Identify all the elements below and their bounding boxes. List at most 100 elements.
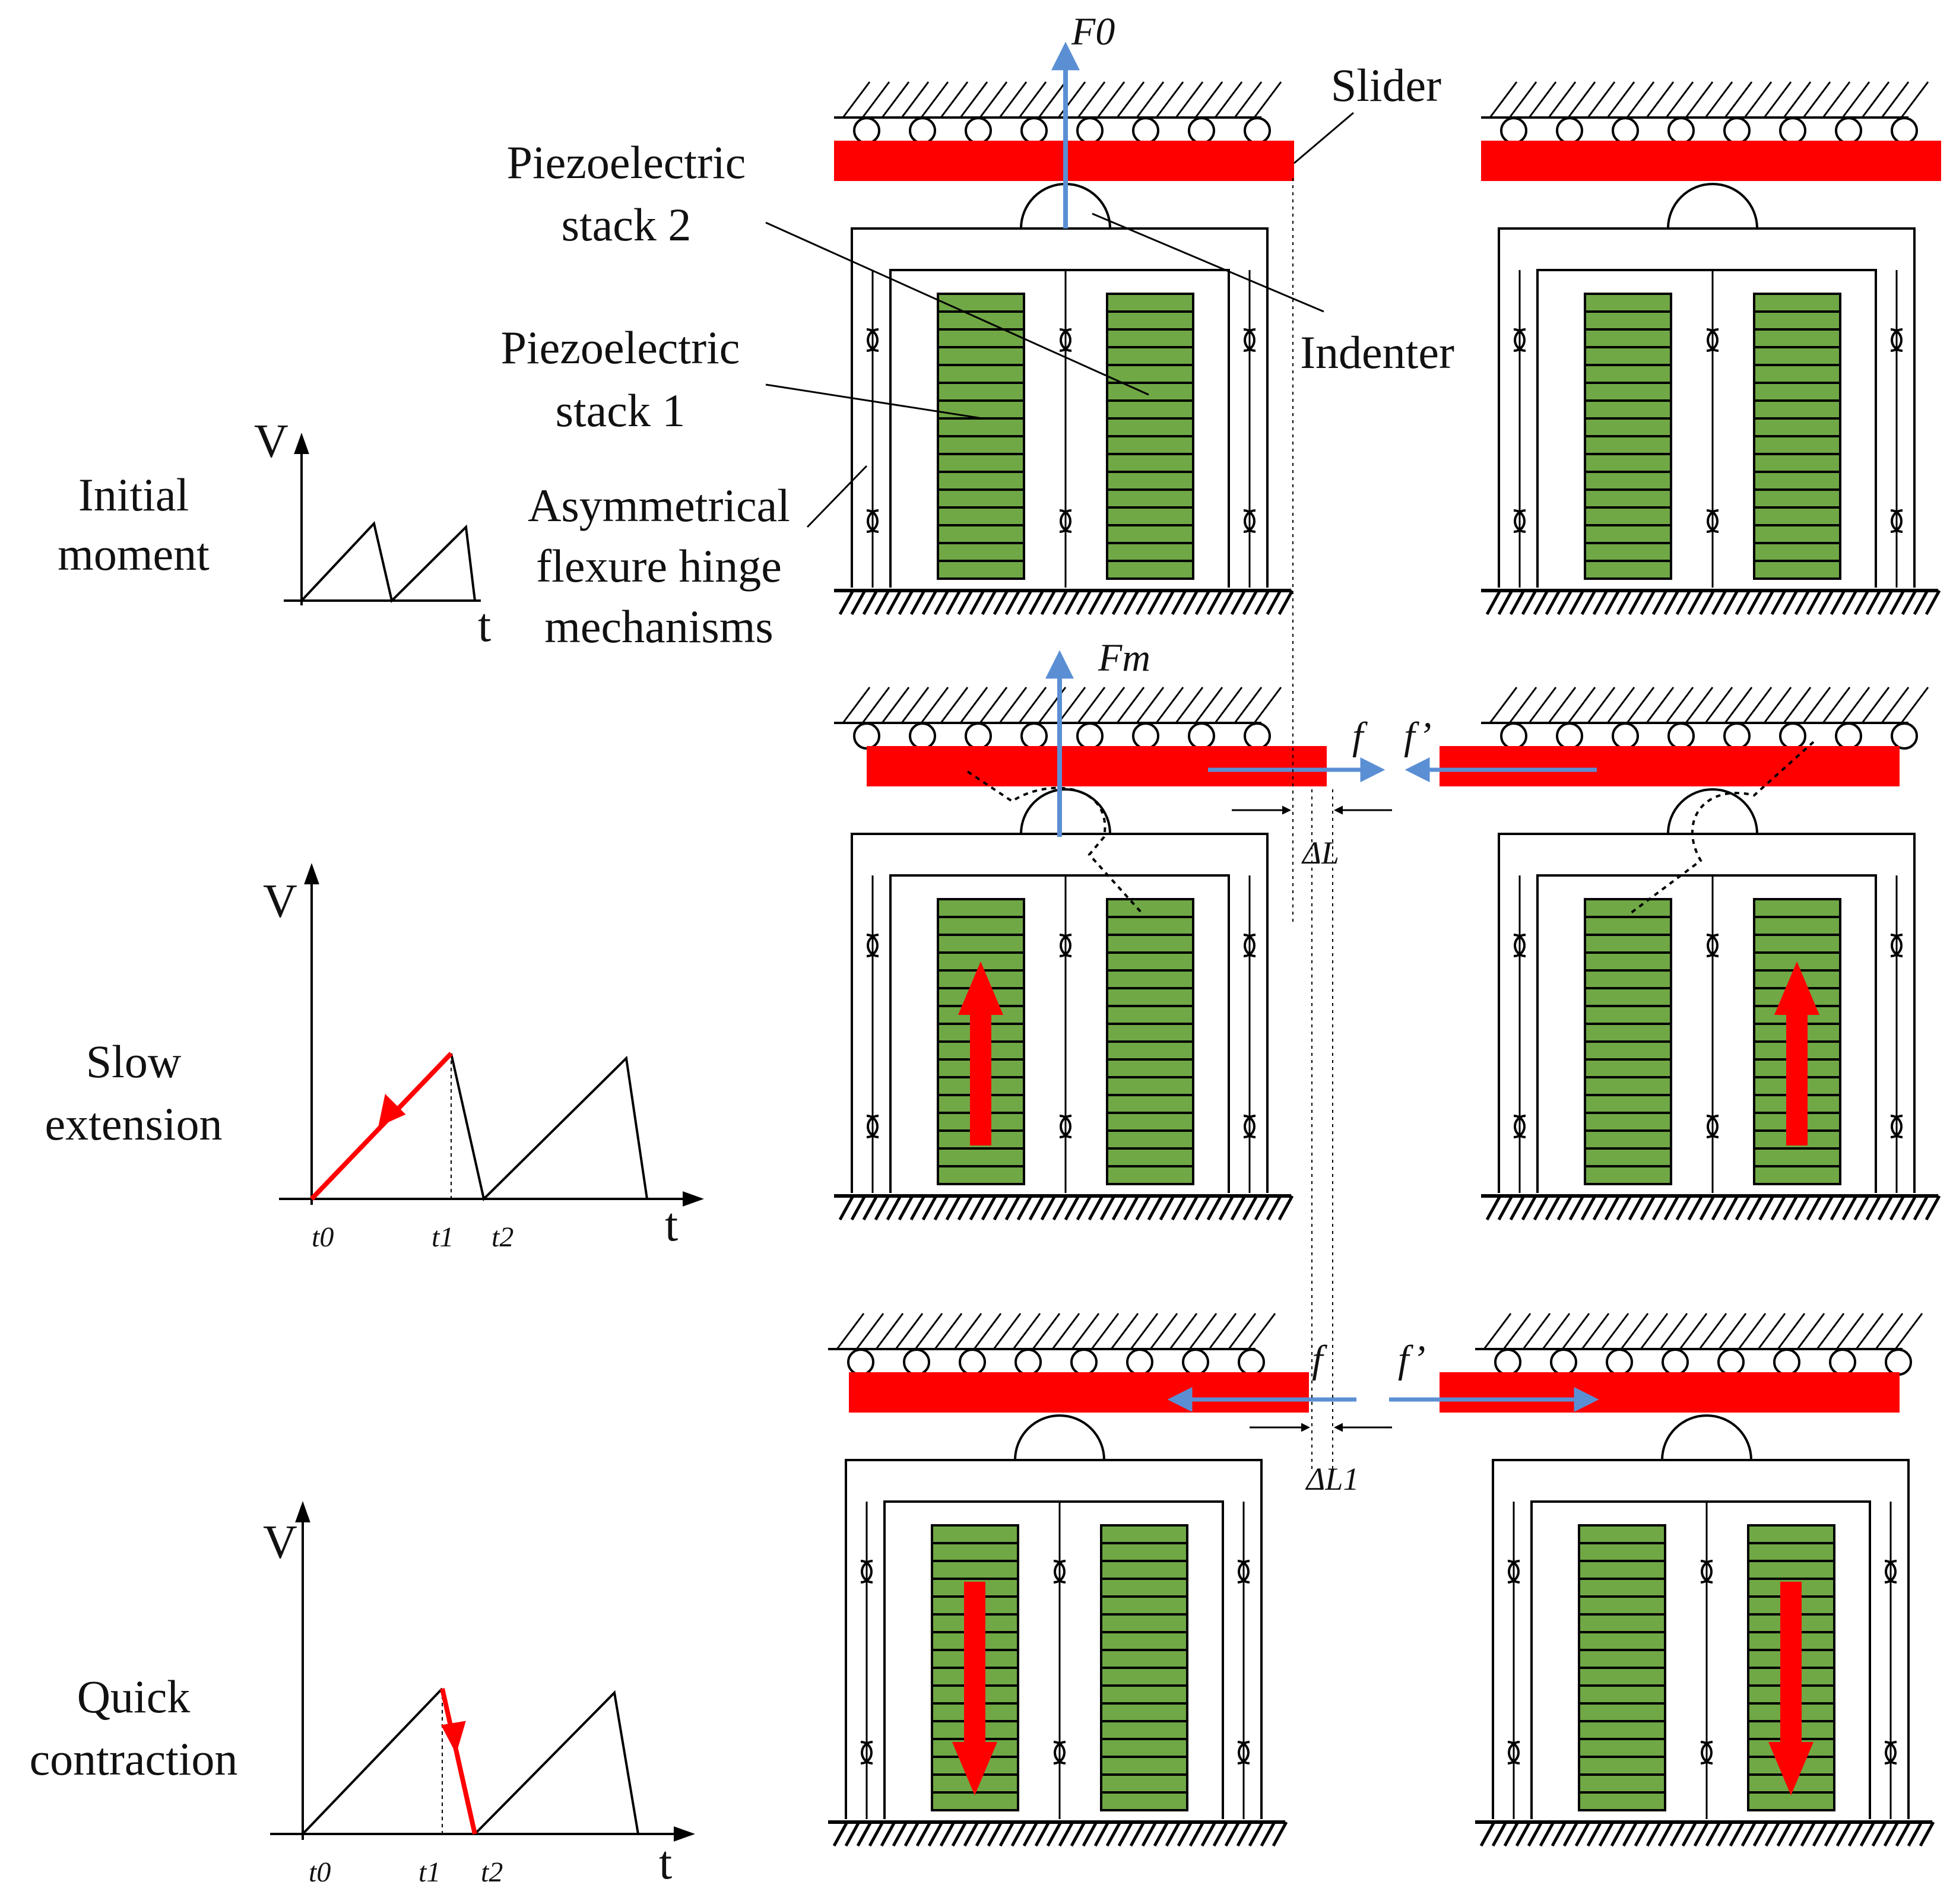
ground-hatch: [934, 1313, 963, 1350]
ground-hatch: [1489, 687, 1518, 723]
slider-bar: [867, 746, 1327, 786]
base-hatch: [1046, 1821, 1063, 1847]
flexure-notch: [866, 934, 879, 957]
ground-hatch: [1247, 1313, 1276, 1350]
ground-hatch: [1620, 1313, 1649, 1350]
base-hatch: [1010, 1821, 1027, 1847]
v-axis-arrowhead: [295, 1501, 310, 1522]
ground-hatch: [1875, 1313, 1904, 1350]
stage-label-slow: Slow extension: [45, 1036, 223, 1150]
ground-hatch: [895, 1313, 924, 1350]
ground-hatch: [1077, 687, 1106, 723]
indenter-leader: [1092, 212, 1324, 313]
base-hatch: [933, 589, 950, 615]
base-hatch: [856, 1821, 873, 1847]
base-hatch: [1254, 589, 1270, 615]
base-hatch: [1171, 1195, 1187, 1221]
ground-hatch: [1528, 687, 1557, 723]
roller-ball: [1612, 117, 1639, 144]
ground-hatch: [920, 81, 949, 118]
ground-hatch: [1522, 1313, 1551, 1350]
roller-ball: [903, 1348, 930, 1376]
base-hatch: [1746, 1195, 1763, 1221]
housing-frame: [845, 1459, 1263, 1819]
ground-hatch: [1175, 81, 1204, 118]
ground-hatch: [1777, 1313, 1806, 1350]
delta-l-label: ΔL: [1301, 835, 1339, 871]
stage-label-initial: Initial moment: [58, 469, 210, 580]
base-hatch: [1064, 1195, 1080, 1221]
t-axis-arrowhead: [683, 1191, 704, 1207]
base-hatch: [1616, 589, 1632, 615]
base-hatch: [1925, 589, 1941, 615]
base-hatch: [1853, 589, 1870, 615]
base-hatch: [963, 1821, 979, 1847]
base-hatch: [1853, 1195, 1870, 1221]
base-hatch: [945, 1195, 962, 1221]
ground-hatch: [836, 1313, 865, 1350]
flexure-notch: [1060, 1115, 1072, 1138]
base-hatch: [1913, 589, 1929, 615]
v-axis-label: V: [254, 415, 288, 468]
flexure-notch: [1707, 509, 1719, 533]
contraction-arrow: [1768, 1582, 1814, 1795]
roller-ball: [1835, 117, 1862, 144]
base-hatch: [915, 1821, 932, 1847]
base-hatch: [1099, 1195, 1116, 1221]
ground-hatch: [1077, 81, 1106, 118]
tick-t2: t2: [492, 1221, 513, 1253]
ground-hatch: [1214, 81, 1243, 118]
stack1-label-line2: stack 1: [556, 385, 686, 436]
roller-ball: [1070, 1348, 1098, 1376]
ground-hatch: [920, 687, 949, 723]
hinge-leader: [806, 465, 868, 528]
base-hatch: [1188, 1821, 1205, 1847]
base-hatch: [1758, 1195, 1775, 1221]
base-hatch: [1925, 1195, 1941, 1221]
base-hatch: [1123, 1195, 1140, 1221]
roller-ball: [1723, 722, 1751, 750]
ground-hatch: [1071, 1313, 1100, 1350]
stage-label-quick: Quick contraction: [30, 1671, 238, 1785]
ground-hatch: [993, 1313, 1022, 1350]
tick-t1: t1: [418, 1857, 440, 1888]
flexure-notch: [1237, 1560, 1250, 1584]
base-hatch: [1913, 1195, 1929, 1221]
flexure-notch: [1707, 328, 1719, 352]
base-hatch: [1254, 1195, 1270, 1221]
flexure-notch: [1507, 1560, 1520, 1584]
base-hatch: [1776, 1821, 1793, 1847]
ground-hatch: [979, 81, 1008, 118]
base-hatch: [868, 1821, 884, 1847]
base-hatch: [1901, 589, 1917, 615]
base-hatch: [1040, 589, 1057, 615]
ground-hatch: [1253, 81, 1282, 118]
base-hatch: [886, 589, 902, 615]
base-hatch: [1503, 1821, 1520, 1847]
ground-hatch: [1214, 687, 1243, 723]
base-hatch: [933, 1195, 950, 1221]
ground-hatch: [1822, 687, 1851, 723]
ground-hatch: [1606, 687, 1635, 723]
base-hatch: [1895, 1821, 1911, 1847]
base-hatch: [1194, 589, 1211, 615]
hinge-label-line3: mechanisms: [544, 601, 773, 652]
inner-frame: [889, 874, 1230, 1193]
base-hatch: [1218, 589, 1235, 615]
ground-hatch: [1096, 687, 1125, 723]
base-hatch: [909, 589, 926, 615]
base-hatch: [1752, 1821, 1769, 1847]
slider-label: Slider: [1331, 59, 1441, 111]
base-hatch: [1242, 1195, 1258, 1221]
ground-hatch: [1665, 687, 1694, 723]
base-hatch: [1171, 589, 1187, 615]
ground-hatch: [998, 81, 1028, 118]
base-hatch: [1182, 589, 1199, 615]
ground-hatch: [901, 687, 930, 723]
ground-hatch: [1561, 1313, 1590, 1350]
sawtooth-wave: [474, 1690, 639, 1835]
flexure-notch: [866, 509, 879, 533]
ground-hatch: [842, 687, 871, 723]
ground-hatch: [1528, 81, 1557, 118]
